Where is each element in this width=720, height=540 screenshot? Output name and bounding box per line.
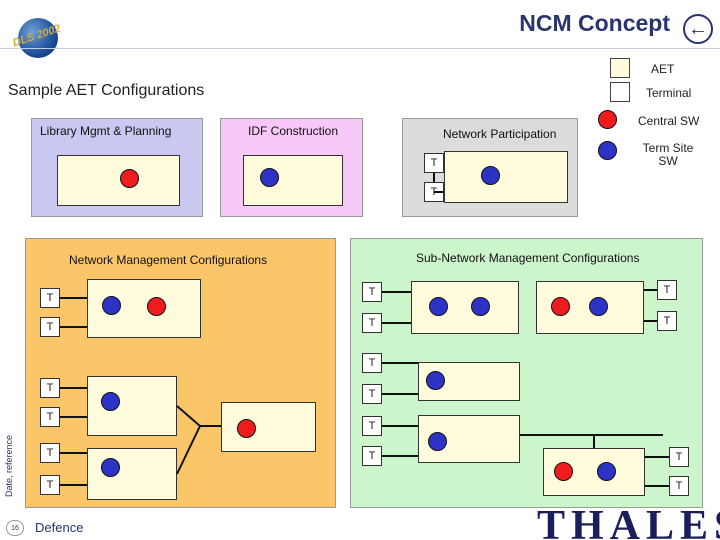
- dls-globe-logo: [18, 18, 58, 58]
- network-participation-title: Network Participation: [443, 127, 557, 141]
- legend-terminal-swatch: [610, 82, 630, 102]
- legend-aet-label: AET: [651, 62, 675, 76]
- central-sw-dot: [120, 169, 139, 188]
- terminal-box: T: [362, 313, 382, 333]
- terminal-box: T: [424, 153, 444, 173]
- term-site-sw-dot: [101, 458, 120, 477]
- term-site-sw-dot: [428, 432, 447, 451]
- terminal-box: T: [40, 475, 60, 495]
- terminal-box: T: [669, 476, 689, 496]
- nm-aet-box: [87, 448, 177, 500]
- footer-section: Defence: [35, 520, 84, 535]
- section-subtitle: Sample AET Configurations: [8, 82, 205, 99]
- legend-central-sw-dot: [598, 110, 617, 129]
- np-aet-box: [444, 151, 568, 203]
- central-sw-dot: [147, 297, 166, 316]
- nm-aet-box: [221, 402, 316, 452]
- legend-term-site-sw-dot: [598, 141, 617, 160]
- back-arrow-icon[interactable]: ←: [683, 14, 713, 44]
- terminal-box: T: [362, 416, 382, 436]
- page-number: 16: [6, 520, 24, 536]
- term-site-sw-dot: [102, 296, 121, 315]
- idf-aet-box: [243, 155, 343, 206]
- header-divider: [0, 48, 720, 49]
- library-aet-box: [57, 155, 180, 206]
- term-site-sw-dot: [260, 168, 279, 187]
- terminal-box: T: [40, 378, 60, 398]
- terminal-box: T: [657, 280, 677, 300]
- side-reference-text: Date, reference: [4, 434, 14, 497]
- legend-central-sw-label: Central SW: [638, 114, 700, 128]
- thales-logo: THALES: [537, 508, 720, 540]
- legend-term-site-sw-label: Term Site SW: [642, 141, 694, 168]
- network-mgmt-title: Network Management Configurations: [69, 253, 268, 267]
- thales-logo-text: THALES: [537, 508, 720, 540]
- term-site-sw-dot: [471, 297, 490, 316]
- library-panel-title: Library Mgmt & Planning: [40, 124, 172, 138]
- legend-terminal-label: Terminal: [646, 86, 692, 100]
- terminal-box: T: [362, 446, 382, 466]
- terminal-box: T: [40, 443, 60, 463]
- terminal-box: T: [669, 447, 689, 467]
- terminal-box: T: [657, 311, 677, 331]
- terminal-box: T: [40, 317, 60, 337]
- terminal-box: T: [40, 288, 60, 308]
- terminal-box: T: [362, 353, 382, 373]
- term-site-sw-dot: [589, 297, 608, 316]
- term-site-sw-dot: [101, 392, 120, 411]
- central-sw-dot: [554, 462, 573, 481]
- central-sw-dot: [551, 297, 570, 316]
- legend-aet-swatch: [610, 58, 630, 78]
- subnetwork-mgmt-title: Sub-Network Management Configurations: [416, 251, 640, 265]
- terminal-box: T: [362, 384, 382, 404]
- term-site-sw-dot: [597, 462, 616, 481]
- term-site-sw-dot: [429, 297, 448, 316]
- central-sw-dot: [237, 419, 256, 438]
- page-title: NCM Concept: [519, 10, 670, 36]
- term-site-sw-dot: [426, 371, 445, 390]
- terminal-box: T: [362, 282, 382, 302]
- idf-panel-title: IDF Construction: [248, 124, 339, 138]
- term-site-sw-dot: [481, 166, 500, 185]
- terminal-box: T: [40, 407, 60, 427]
